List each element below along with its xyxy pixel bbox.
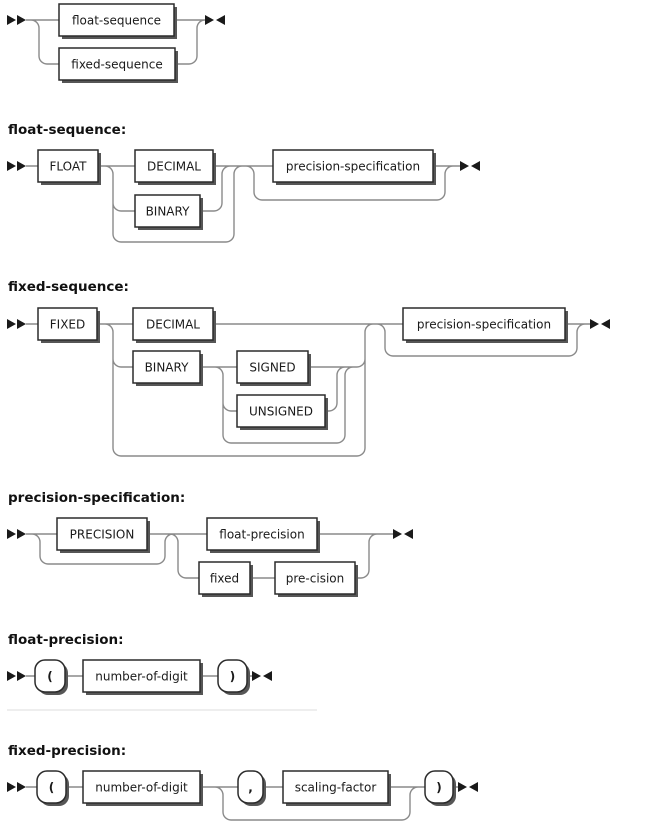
heading-precision-specification: precision-specification:	[8, 490, 185, 506]
diagram-float-precision: float-precision: ( number-of-digit )	[7, 632, 317, 711]
heading-float-sequence: float-sequence:	[8, 122, 126, 138]
node-label: DECIMAL	[147, 160, 201, 174]
diagram-fixed-precision: fixed-precision: ( number-of-digit , sca…	[7, 743, 478, 821]
terminal-close-paren: )	[424, 770, 456, 806]
node-precision-keyword: PRECISION	[56, 517, 150, 553]
node-scaling-factor: scaling-factor	[282, 770, 391, 806]
terminal-comma: ,	[237, 770, 266, 806]
node-decimal: DECIMAL	[132, 307, 216, 343]
diagram-precision-specification: precision-specification: PRECISION float…	[7, 490, 413, 597]
end-arrow-icon	[205, 15, 225, 25]
node-fixed-keyword: FIXED	[37, 307, 100, 343]
start-arrow-icon	[7, 319, 26, 329]
start-arrow-icon	[7, 671, 26, 681]
node-label: number-of-digit	[95, 781, 188, 795]
node-label: scaling-factor	[295, 781, 377, 795]
node-label: FIXED	[50, 318, 85, 332]
start-arrow-icon	[7, 529, 26, 539]
node-number-of-digit: number-of-digit	[82, 770, 203, 806]
node-label: PRECISION	[70, 528, 135, 542]
node-label: SIGNED	[249, 361, 295, 375]
terminal-label: (	[49, 781, 54, 795]
end-arrow-icon	[393, 529, 413, 539]
heading-fixed-precision: fixed-precision:	[8, 743, 126, 759]
end-arrow-icon	[458, 782, 478, 792]
node-fixed-sequence: fixed-sequence	[58, 47, 178, 83]
connector-lines	[26, 533, 393, 579]
start-arrow-icon	[7, 161, 26, 171]
terminal-close-paren: )	[217, 659, 250, 695]
diagram-fixed-sequence: fixed-sequence: FIXED DECIMAL BINARY SIG…	[7, 279, 610, 457]
end-arrow-icon	[252, 671, 272, 681]
node-label: DECIMAL	[146, 318, 200, 332]
node-float-keyword: FLOAT	[37, 149, 101, 185]
end-arrow-icon	[590, 319, 610, 329]
node-label: precision-specification	[286, 160, 420, 174]
terminal-label: ,	[248, 781, 253, 795]
connector-lines	[26, 786, 458, 821]
start-arrow-icon	[7, 782, 26, 792]
node-label: precision-specification	[417, 318, 551, 332]
connector-lines	[26, 165, 460, 243]
node-label: float-precision	[219, 528, 304, 542]
node-precision-specification: precision-specification	[272, 149, 436, 185]
node-float-precision: float-precision	[206, 517, 320, 553]
diagram-type-choice: float-sequence fixed-sequence	[7, 3, 225, 83]
node-label: BINARY	[145, 361, 190, 375]
node-signed: SIGNED	[236, 350, 311, 386]
node-label: BINARY	[146, 205, 191, 219]
heading-fixed-sequence: fixed-sequence:	[8, 279, 129, 295]
heading-float-precision: float-precision:	[8, 632, 124, 648]
node-binary: BINARY	[132, 350, 203, 386]
terminal-label: (	[47, 670, 52, 684]
node-label: fixed-sequence	[71, 58, 162, 72]
node-label: float-sequence	[72, 14, 161, 28]
node-fixed-lower: fixed	[198, 561, 253, 597]
terminal-open-paren: (	[34, 659, 68, 695]
node-label: number-of-digit	[95, 670, 188, 684]
end-arrow-icon	[460, 161, 480, 171]
node-binary: BINARY	[134, 194, 203, 230]
node-label: pre-cision	[286, 572, 344, 586]
node-pre-cision: pre-cision	[274, 561, 358, 597]
connector-lines	[26, 19, 206, 65]
node-float-sequence: float-sequence	[58, 3, 177, 39]
node-label: fixed	[210, 572, 239, 586]
node-unsigned: UNSIGNED	[236, 394, 328, 430]
diagram-float-sequence: float-sequence: FLOAT DECIMAL BINARY pre…	[7, 122, 480, 243]
node-label: FLOAT	[49, 160, 87, 174]
node-precision-specification: precision-specification	[402, 307, 568, 343]
connector-lines	[26, 323, 590, 457]
terminal-label: )	[230, 670, 235, 684]
node-label: UNSIGNED	[249, 405, 313, 419]
start-arrow-icon	[7, 15, 26, 25]
node-decimal: DECIMAL	[134, 149, 216, 185]
terminal-label: )	[436, 781, 441, 795]
terminal-open-paren: (	[36, 770, 69, 806]
node-number-of-digit: number-of-digit	[82, 659, 203, 695]
